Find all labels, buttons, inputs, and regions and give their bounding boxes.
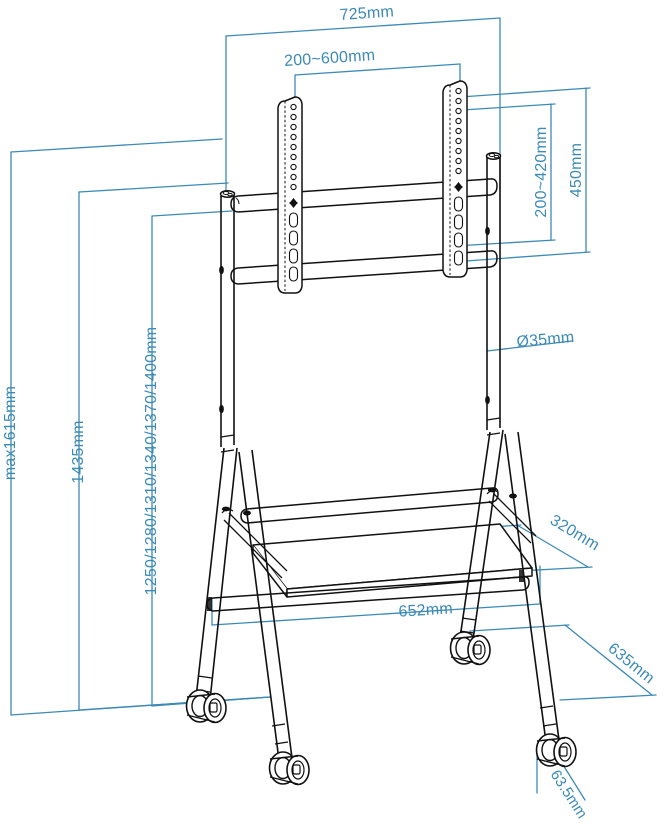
label-tube-diameter: Ø35mm (516, 329, 575, 351)
right-vertical-post (485, 151, 502, 436)
label-vesa-width: 200~600mm (284, 47, 376, 70)
label-max-height: max1615mm (2, 386, 19, 480)
leg-left-brace (221, 508, 288, 579)
stand-outline-group (185, 80, 577, 786)
shelf-assembly (206, 487, 533, 612)
leg-right-rear (504, 431, 560, 743)
label-height-1435: 1435mm (70, 420, 87, 483)
dim-200-600 (294, 63, 461, 101)
dim-635 (469, 624, 657, 701)
label-width-652: 652mm (398, 600, 453, 621)
dimension-lines-group (10, 17, 657, 801)
dim-dia35 (486, 340, 573, 352)
dim-1435 (78, 182, 271, 711)
label-vesa-height: 200~420mm (533, 126, 550, 217)
caster-right-front (449, 631, 491, 666)
vesa-bracket-right (442, 80, 468, 278)
dimension-labels-group: 725mm 200~600mm 200~420mm 450mm Ø35mm ma… (2, 3, 657, 821)
label-width-725: 725mm (339, 3, 394, 24)
label-height-steps: 1250/1280/1310/1340/1370/1400mm (143, 327, 160, 596)
dim-max1615 (10, 138, 271, 716)
leg-left-front (195, 447, 238, 701)
left-vertical-post (219, 189, 236, 453)
caster-left-front (185, 689, 227, 724)
leg-left-rear (238, 449, 293, 761)
caster-right-rear (535, 733, 577, 768)
label-bracket-450: 450mm (568, 143, 585, 197)
dim-200-420 (454, 103, 556, 247)
caster-left-rear (268, 751, 310, 786)
vesa-bracket-left (277, 96, 303, 294)
leg-right-brace (486, 489, 537, 544)
dim-450 (451, 87, 591, 263)
label-caster-63-5: 63.5mm (547, 767, 591, 822)
